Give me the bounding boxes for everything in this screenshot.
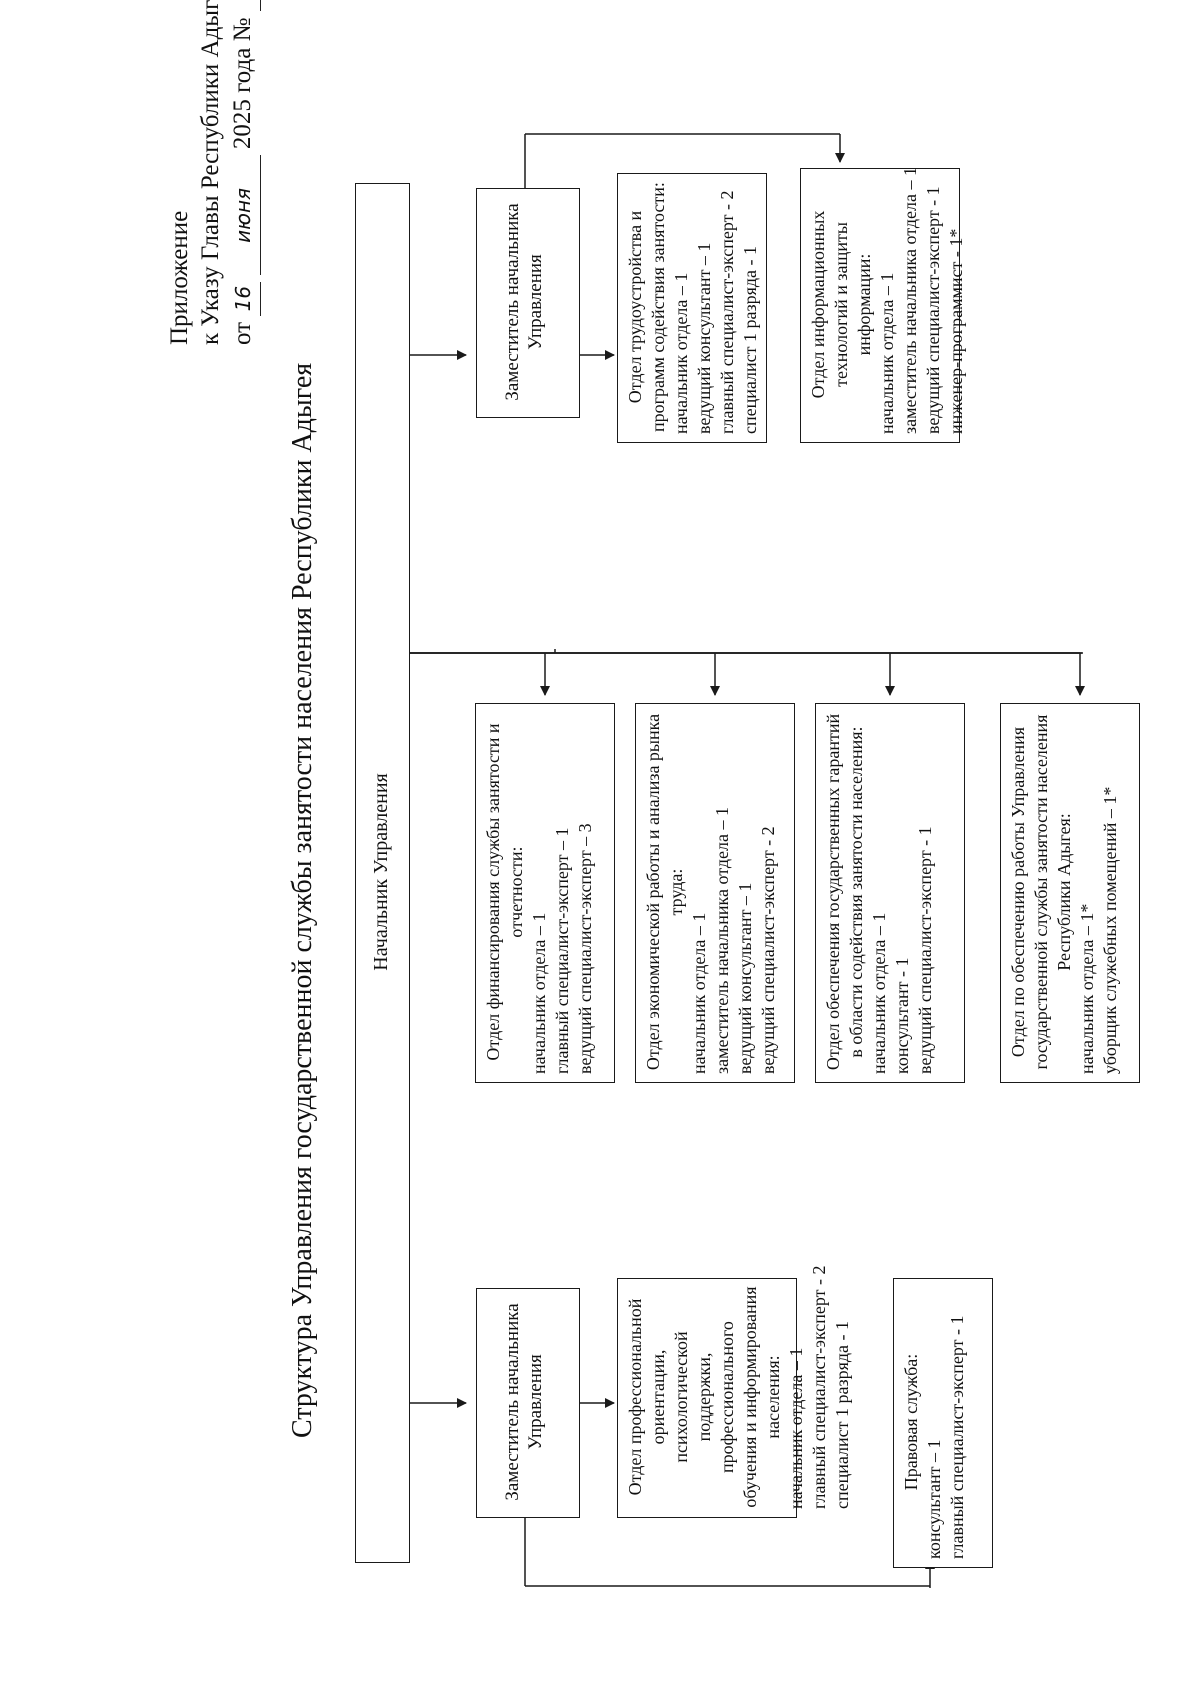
center-bus-arrows: [540, 653, 1085, 696]
document-page: Приложение к Указу Главы Республики Адыг…: [166, 0, 1140, 1588]
center-connectors: [410, 652, 1083, 654]
rotated-sheet: Приложение к Указу Главы Республики Адыг…: [166, 0, 1140, 1588]
